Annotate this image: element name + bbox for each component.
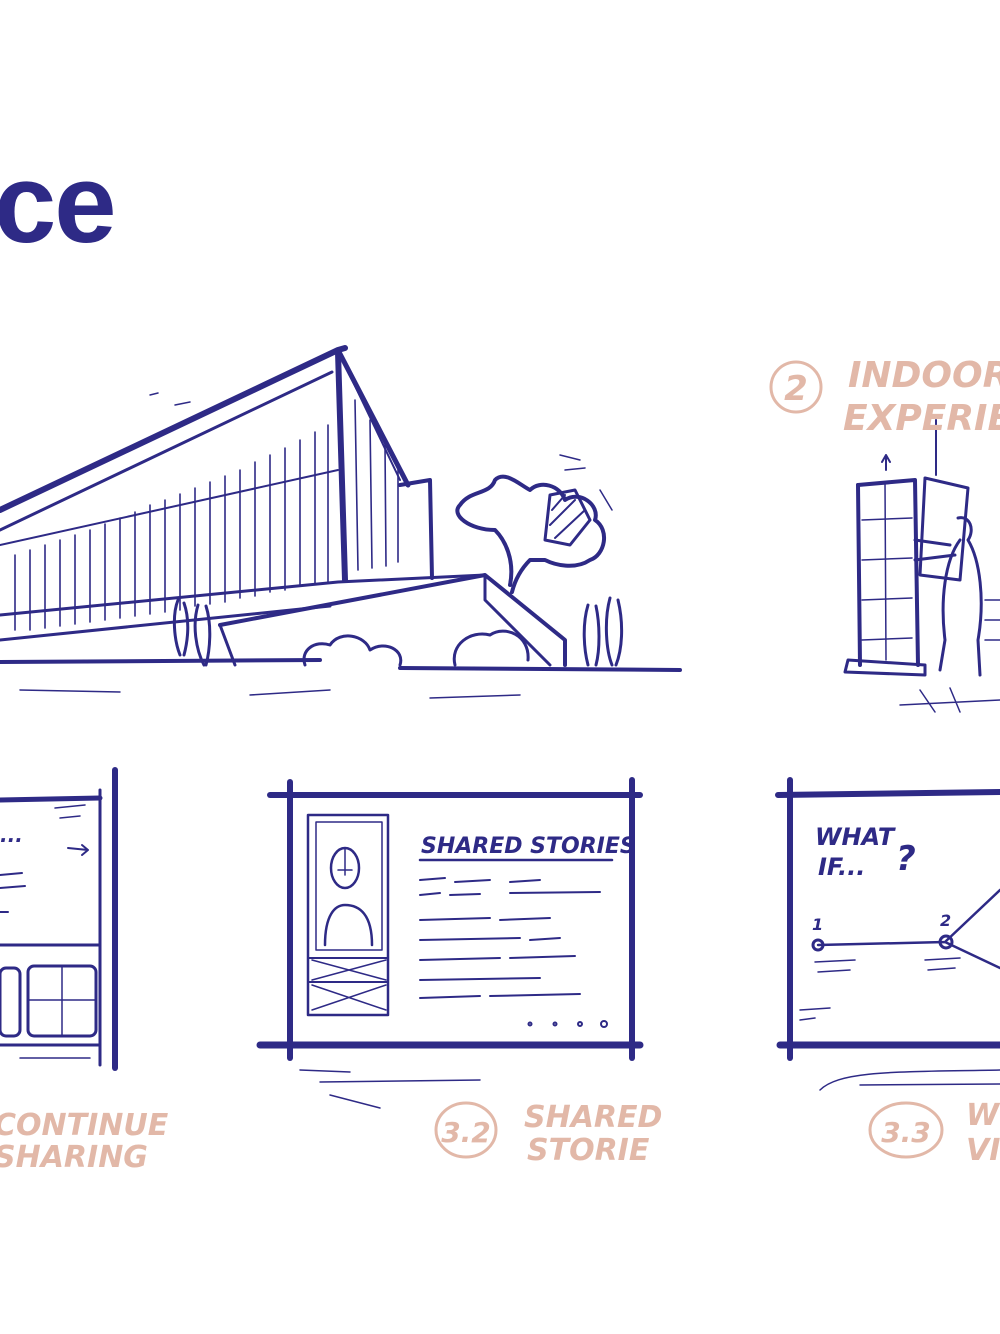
continue-sharing-panel [0,767,118,1071]
whatif-heading-line2: IF... [818,853,865,881]
shared-step-number: 3.2 [441,1116,491,1149]
indoor-label-line2: EXPERIEN [843,398,1000,439]
continue-panel-dots: ... [0,823,23,847]
whatif-label-line2: VI [966,1133,1000,1168]
whatif-step-2: 2 [940,911,951,930]
indoor-label-line1: INDOOR [848,355,1000,396]
whatif-heading-line1: WHAT [815,823,896,851]
indoor-illustration [843,419,1000,713]
whatif-step-number: 3.3 [881,1116,931,1149]
whatif-label-line1: W [966,1098,1000,1133]
shared-label-line1: SHARED [524,1100,662,1135]
whatif-step-1: 1 [812,915,823,934]
shared-label-line2: STORIE [527,1133,650,1168]
shared-stories-heading: SHARED STORIES [421,834,636,859]
building-illustration [0,345,682,699]
indoor-step-number: 2 [784,369,808,409]
continue-label-line1: CONTINUE [0,1108,169,1143]
what-if-panel [775,777,1000,1091]
continue-label-line2: SHARING [0,1140,148,1175]
whatif-question-mark: ? [896,839,916,879]
page-title: ce [0,141,117,266]
shared-stories-panel [256,777,644,1109]
